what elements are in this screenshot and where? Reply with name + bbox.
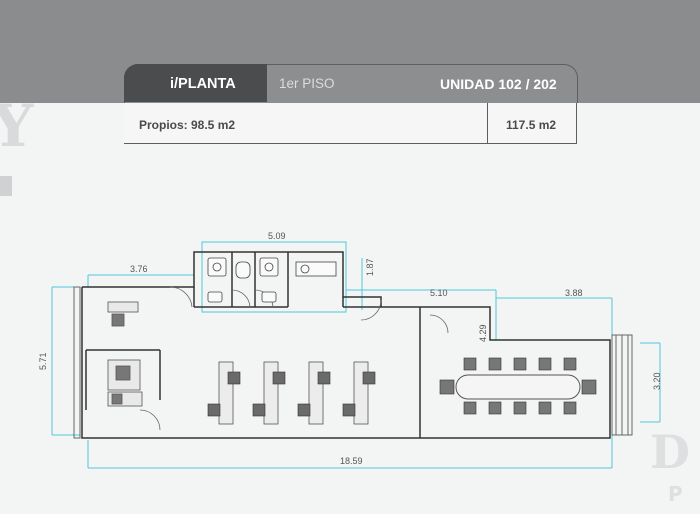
dim-right-height: 3.20 — [652, 372, 662, 390]
dim-right-top: 3.88 — [565, 288, 583, 298]
dim-top-core: 5.09 — [268, 231, 286, 241]
door-swings — [139, 286, 449, 431]
dim-left-height: 5.71 — [38, 352, 48, 370]
watermark-logo-right-sub: P — [668, 482, 683, 506]
unit-label: UNIDAD 102 / 202 — [440, 76, 557, 92]
tab-planta-label: i/PLANTA — [170, 76, 236, 92]
dim-room-height: 4.29 — [478, 324, 488, 342]
glass-facade — [73, 286, 633, 439]
dim-total-width: 18.59 — [340, 456, 363, 466]
restroom-fixtures — [207, 257, 337, 303]
area-divider — [487, 103, 488, 143]
tab-planta[interactable] — [124, 64, 267, 102]
floor-label: 1er PISO — [279, 76, 335, 91]
watermark-fragment — [0, 176, 12, 196]
watermark-logo-left: Y — [0, 92, 36, 160]
area-total: 117.5 m2 — [506, 118, 557, 132]
area-row — [124, 103, 577, 144]
private-office-furniture — [107, 301, 143, 407]
area-propios: Propios: 98.5 m2 — [139, 118, 236, 132]
dim-mid-top: 5.10 — [430, 288, 448, 298]
dim-core-depth: 1.87 — [365, 258, 375, 276]
watermark-logo-right: D — [650, 425, 690, 479]
dim-top-left: 3.76 — [130, 264, 148, 274]
meeting-chairs — [463, 357, 577, 415]
walls — [81, 251, 611, 439]
workstation-chairs — [207, 371, 376, 417]
meeting-table — [439, 374, 597, 400]
dimension-lines — [51, 241, 661, 469]
